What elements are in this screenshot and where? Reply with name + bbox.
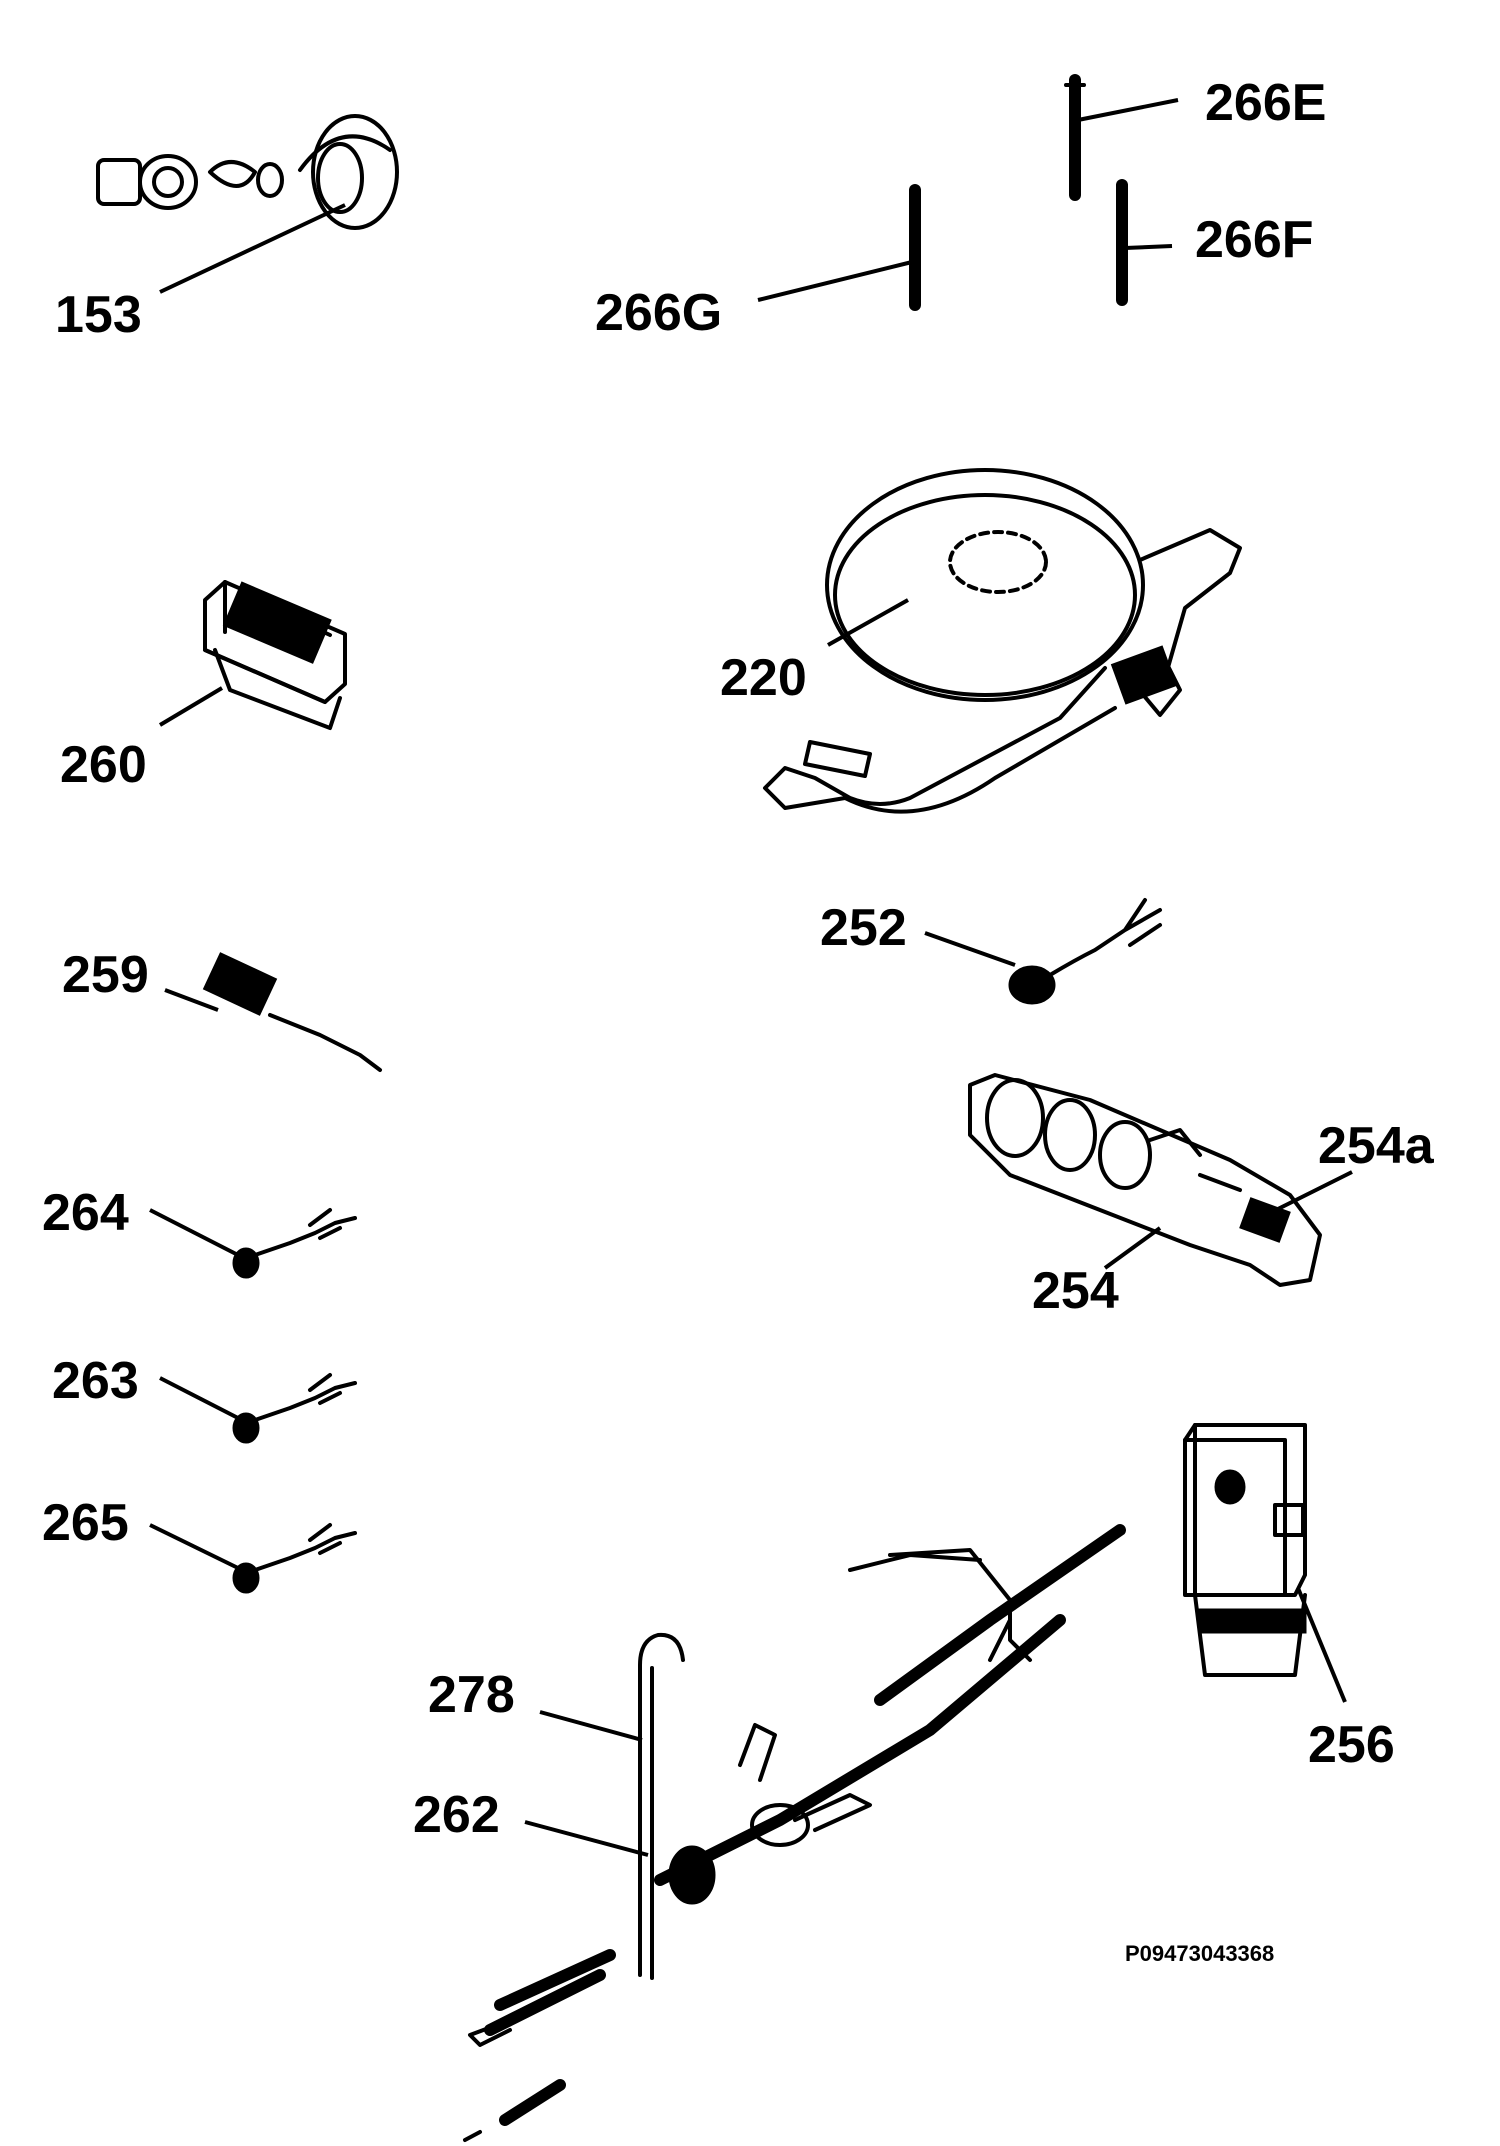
label-153: 153 — [55, 286, 142, 344]
label-266F: 266F — [1195, 211, 1314, 269]
part-259-connector — [164, 952, 382, 1072]
part-278-rod — [539, 1632, 685, 1980]
label-264: 264 — [42, 1184, 129, 1242]
part-252-connector — [924, 898, 1162, 1005]
part-254-valve-assembly — [968, 1073, 1353, 1287]
label-266E: 266E — [1205, 74, 1326, 132]
part-256-thermostat — [1183, 1423, 1347, 1703]
part-220-hotplate — [763, 468, 1242, 814]
label-252: 252 — [820, 899, 907, 957]
part-260-terminal-block — [158, 580, 347, 730]
part-265-connector — [149, 1523, 357, 1594]
part-153-knob — [96, 114, 399, 294]
drawing-code: P09473043368 — [1125, 1941, 1274, 1966]
label-262: 262 — [413, 1786, 500, 1844]
part-264-connector — [149, 1208, 357, 1279]
label-266G: 266G — [595, 284, 722, 342]
label-265: 265 — [42, 1494, 129, 1552]
part-266F-pin — [1116, 179, 1173, 306]
part-266G-pin — [757, 184, 921, 311]
part-263-connector — [159, 1373, 357, 1444]
label-259: 259 — [62, 946, 149, 1004]
label-256: 256 — [1308, 1716, 1395, 1774]
label-260: 260 — [60, 736, 147, 794]
label-263: 263 — [52, 1352, 139, 1410]
part-266E-pin — [1064, 74, 1179, 201]
label-254a: 254a — [1318, 1117, 1435, 1175]
label-254: 254 — [1032, 1262, 1119, 1320]
label-278: 278 — [428, 1666, 515, 1724]
label-220: 220 — [720, 649, 807, 707]
part-262-burner-arm — [463, 1524, 1126, 2142]
